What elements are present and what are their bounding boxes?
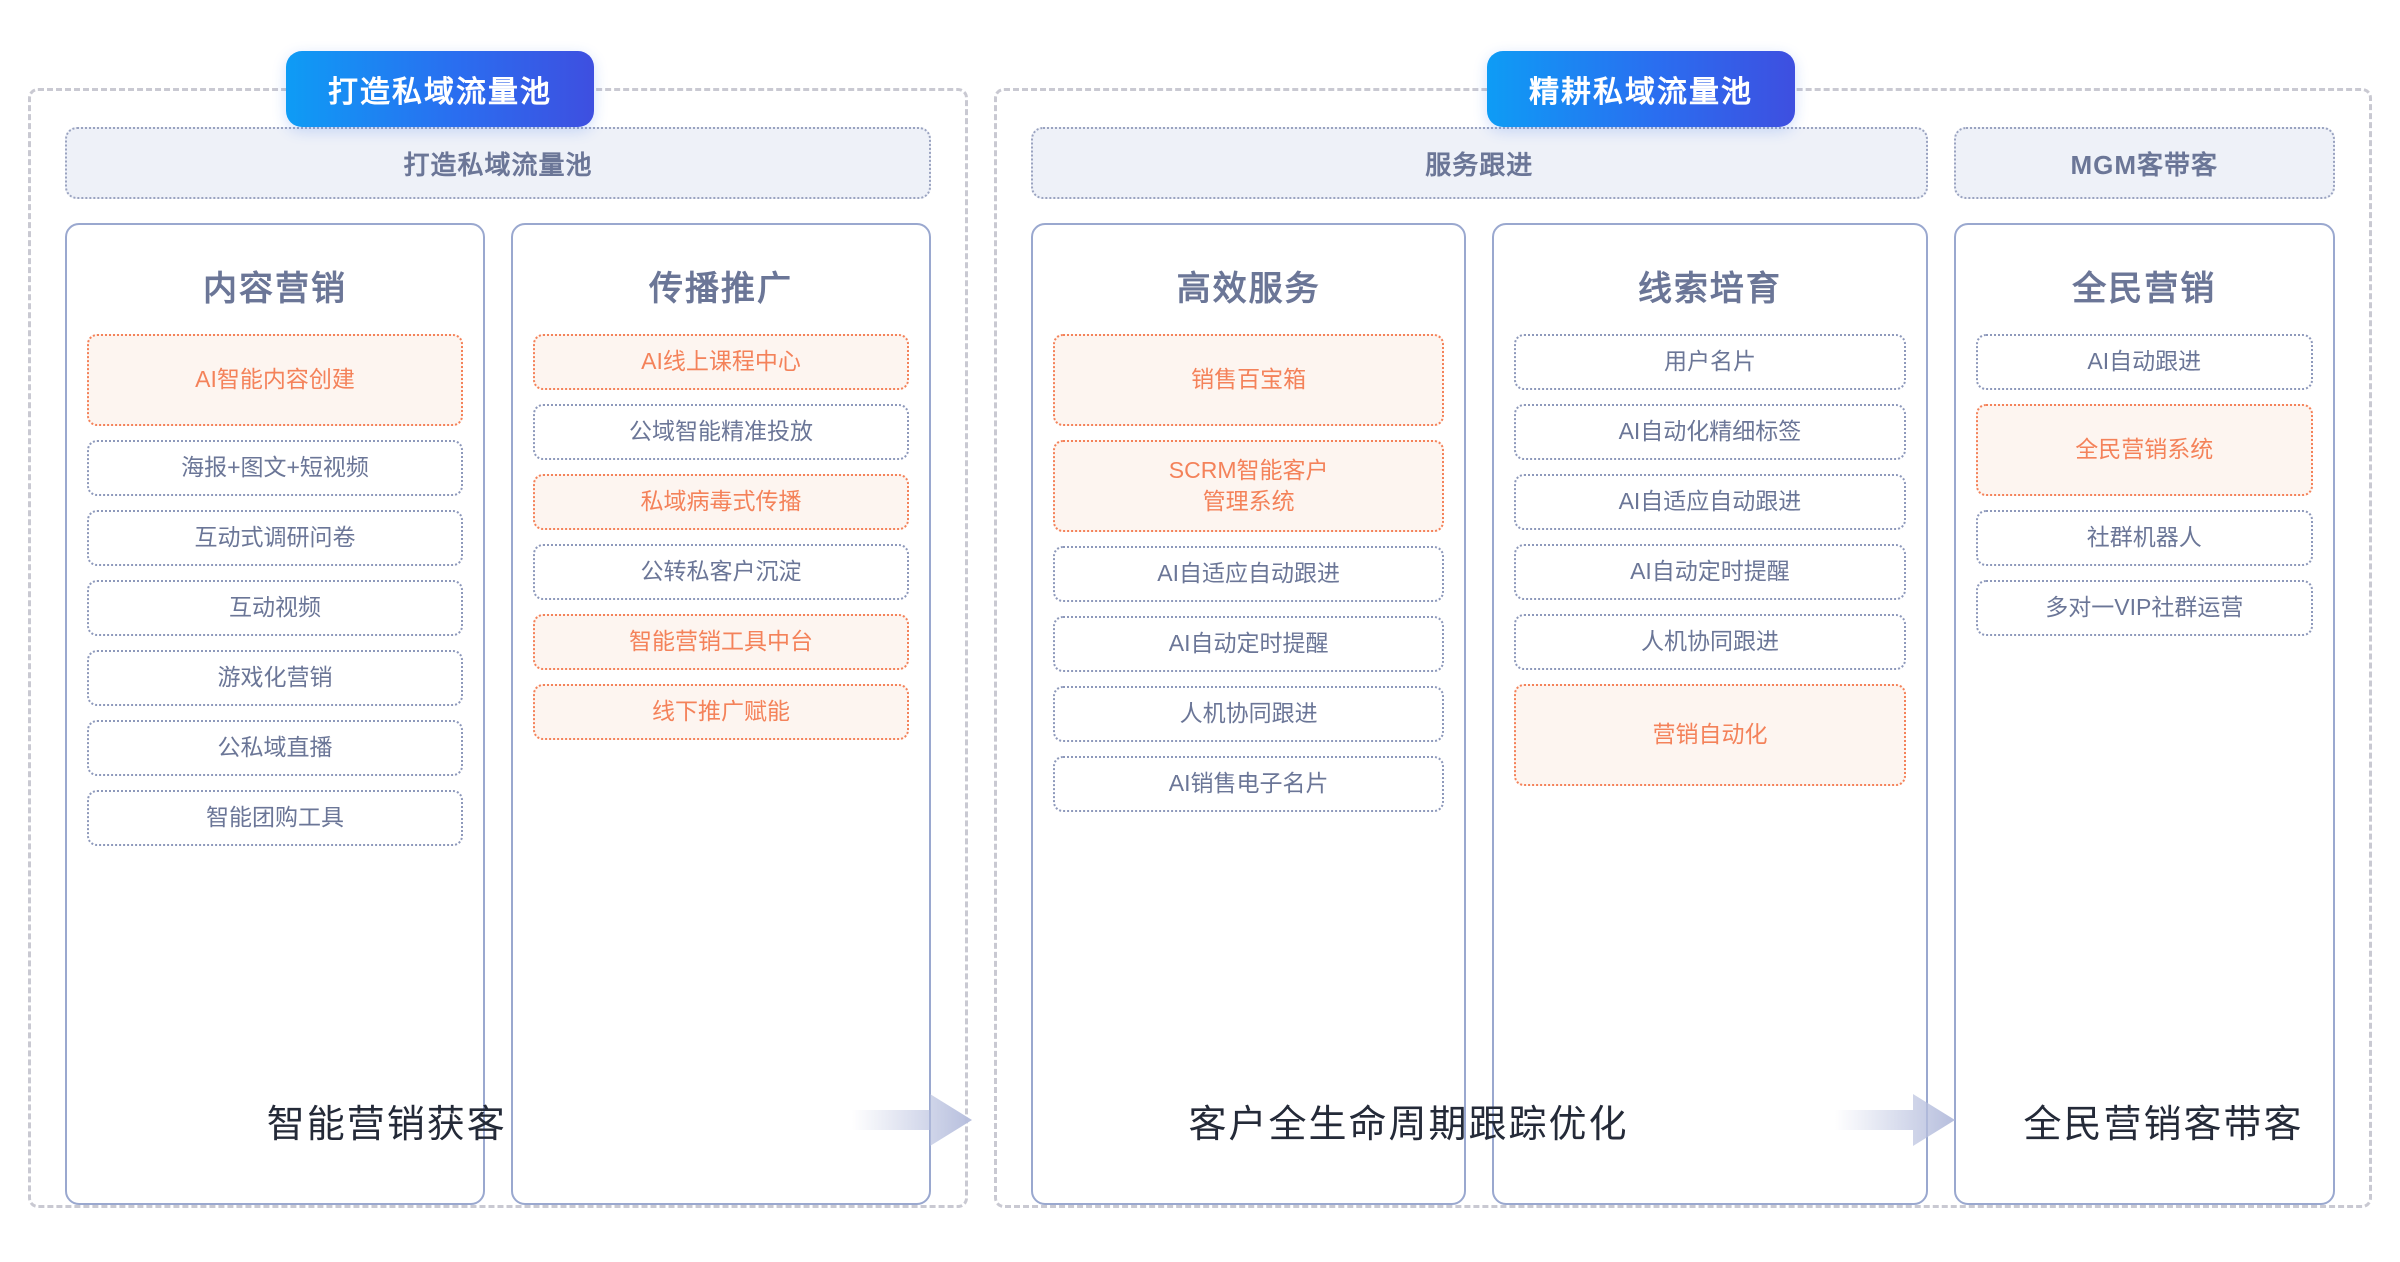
list-item[interactable]: 公域智能精准投放	[533, 404, 909, 460]
stage-badge-cultivate: 精耕私域流量池	[1487, 51, 1795, 127]
stage-container: 打造私域流量池 打造私域流量池 内容营销 AI智能内容创建 海报+图文+短视频 …	[28, 51, 2372, 1208]
card-row-build: 内容营销 AI智能内容创建 海报+图文+短视频 互动式调研问卷 互动视频 游戏化…	[65, 223, 931, 1205]
list-item[interactable]: 全民营销系统	[1975, 404, 2313, 496]
list-item[interactable]: AI自适应自动跟进	[1053, 546, 1445, 602]
list-item[interactable]: 公私域直播	[87, 720, 463, 776]
group-build-private-traffic: 打造私域流量池 内容营销 AI智能内容创建 海报+图文+短视频 互动式调研问卷 …	[65, 127, 931, 1205]
list-item[interactable]: 海报+图文+短视频	[87, 440, 463, 496]
group-header-service-followup: 服务跟进	[1031, 127, 1928, 199]
stage-build-private-traffic: 打造私域流量池 打造私域流量池 内容营销 AI智能内容创建 海报+图文+短视频 …	[28, 51, 968, 1208]
card-communication-promotion[interactable]: 传播推广 AI线上课程中心 公域智能精准投放 私域病毒式传播 公转私客户沉淀 智…	[511, 223, 931, 1205]
card-title-lead-nurturing: 线索培育	[1637, 270, 1782, 308]
item-list-lead-nurturing: 用户名片 AI自动化精细标签 AI自适应自动跟进 AI自动定时提醒 人机协同跟进…	[1514, 334, 1906, 786]
card-title-efficient-service: 高效服务	[1176, 270, 1321, 308]
list-item[interactable]: 用户名片	[1514, 334, 1906, 390]
card-efficient-service[interactable]: 高效服务 销售百宝箱 SCRM智能客户 管理系统 AI自适应自动跟进 AI自动定…	[1031, 223, 1467, 1205]
list-item[interactable]: 游戏化营销	[87, 650, 463, 706]
group-mgm-referral: MGM客带客 全民营销 AI自动跟进 全民营销系统 社群机器人 多对一VIP社群…	[1953, 127, 2335, 1205]
card-row-service: 高效服务 销售百宝箱 SCRM智能客户 管理系统 AI自适应自动跟进 AI自动定…	[1031, 223, 1928, 1205]
list-item[interactable]: AI智能内容创建	[87, 334, 463, 426]
card-title-communication-promotion: 传播推广	[649, 270, 793, 308]
list-item[interactable]: 智能营销工具中台	[533, 614, 909, 670]
list-item[interactable]: 公转私客户沉淀	[533, 544, 909, 600]
group-row-stage2: 服务跟进 高效服务 销售百宝箱 SCRM智能客户 管理系统 AI自适应自动跟进 …	[1031, 127, 2335, 1205]
list-item[interactable]: 销售百宝箱	[1053, 334, 1445, 426]
list-item[interactable]: AI销售电子名片	[1053, 756, 1445, 812]
card-content-marketing[interactable]: 内容营销 AI智能内容创建 海报+图文+短视频 互动式调研问卷 互动视频 游戏化…	[65, 223, 485, 1205]
list-item[interactable]: AI自动化精细标签	[1514, 404, 1906, 460]
card-lead-nurturing[interactable]: 线索培育 用户名片 AI自动化精细标签 AI自适应自动跟进 AI自动定时提醒 人…	[1492, 223, 1928, 1205]
item-list-content-marketing: AI智能内容创建 海报+图文+短视频 互动式调研问卷 互动视频 游戏化营销 公私…	[87, 334, 463, 846]
stage-badge-build: 打造私域流量池	[286, 51, 594, 127]
list-item[interactable]: AI自动定时提醒	[1053, 616, 1445, 672]
list-item[interactable]: 互动视频	[87, 580, 463, 636]
list-item[interactable]: AI自适应自动跟进	[1514, 474, 1906, 530]
group-service-followup: 服务跟进 高效服务 销售百宝箱 SCRM智能客户 管理系统 AI自适应自动跟进 …	[1031, 127, 1928, 1205]
group-row-stage1: 打造私域流量池 内容营销 AI智能内容创建 海报+图文+短视频 互动式调研问卷 …	[65, 127, 931, 1205]
list-item[interactable]: 智能团购工具	[87, 790, 463, 846]
list-item[interactable]: AI线上课程中心	[533, 334, 909, 390]
item-list-communication-promotion: AI线上课程中心 公域智能精准投放 私域病毒式传播 公转私客户沉淀 智能营销工具…	[533, 334, 909, 740]
list-item[interactable]: 营销自动化	[1514, 684, 1906, 786]
list-item[interactable]: 互动式调研问卷	[87, 510, 463, 566]
list-item[interactable]: AI自动跟进	[1975, 334, 2313, 390]
item-list-all-staff-marketing: AI自动跟进 全民营销系统 社群机器人 多对一VIP社群运营	[1975, 334, 2313, 636]
stage-cultivate-private-traffic: 精耕私域流量池 服务跟进 高效服务 销售百宝箱 SCRM智能客户 管理系统 AI…	[994, 51, 2372, 1208]
item-list-efficient-service: 销售百宝箱 SCRM智能客户 管理系统 AI自适应自动跟进 AI自动定时提醒 人…	[1053, 334, 1445, 812]
list-item[interactable]: 社群机器人	[1975, 510, 2313, 566]
list-item[interactable]: SCRM智能客户 管理系统	[1053, 440, 1445, 532]
list-item[interactable]: 人机协同跟进	[1053, 686, 1445, 742]
list-item[interactable]: AI自动定时提醒	[1514, 544, 1906, 600]
list-item[interactable]: 多对一VIP社群运营	[1975, 580, 2313, 636]
card-row-mgm: 全民营销 AI自动跟进 全民营销系统 社群机器人 多对一VIP社群运营	[1953, 223, 2335, 1205]
list-item[interactable]: 人机协同跟进	[1514, 614, 1906, 670]
group-header-build: 打造私域流量池	[65, 127, 931, 199]
card-all-staff-marketing[interactable]: 全民营销 AI自动跟进 全民营销系统 社群机器人 多对一VIP社群运营	[1953, 223, 2335, 1205]
card-title-content-marketing: 内容营销	[203, 270, 347, 308]
group-header-mgm: MGM客带客	[1953, 127, 2335, 199]
list-item[interactable]: 线下推广赋能	[533, 684, 909, 740]
list-item[interactable]: 私域病毒式传播	[533, 474, 909, 530]
card-title-all-staff-marketing: 全民营销	[2072, 270, 2217, 308]
